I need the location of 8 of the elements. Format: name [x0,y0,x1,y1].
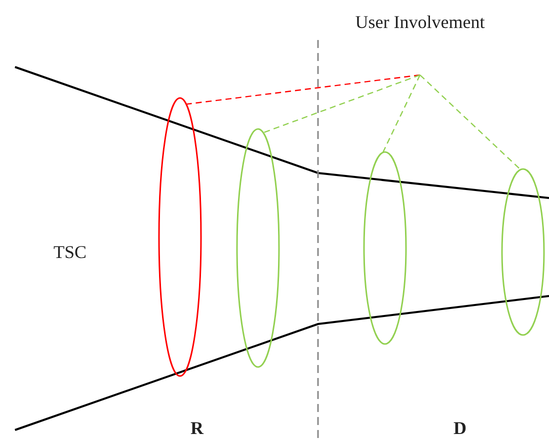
dashed-line [382,74,421,153]
dashed-line [262,74,420,134]
section-label: R [190,418,205,440]
side-label: TSC [52,242,88,264]
dashed-line [420,74,521,170]
heading-text: User Involvement [354,12,486,34]
dashed-line [186,74,420,105]
section-label: D [452,418,468,440]
